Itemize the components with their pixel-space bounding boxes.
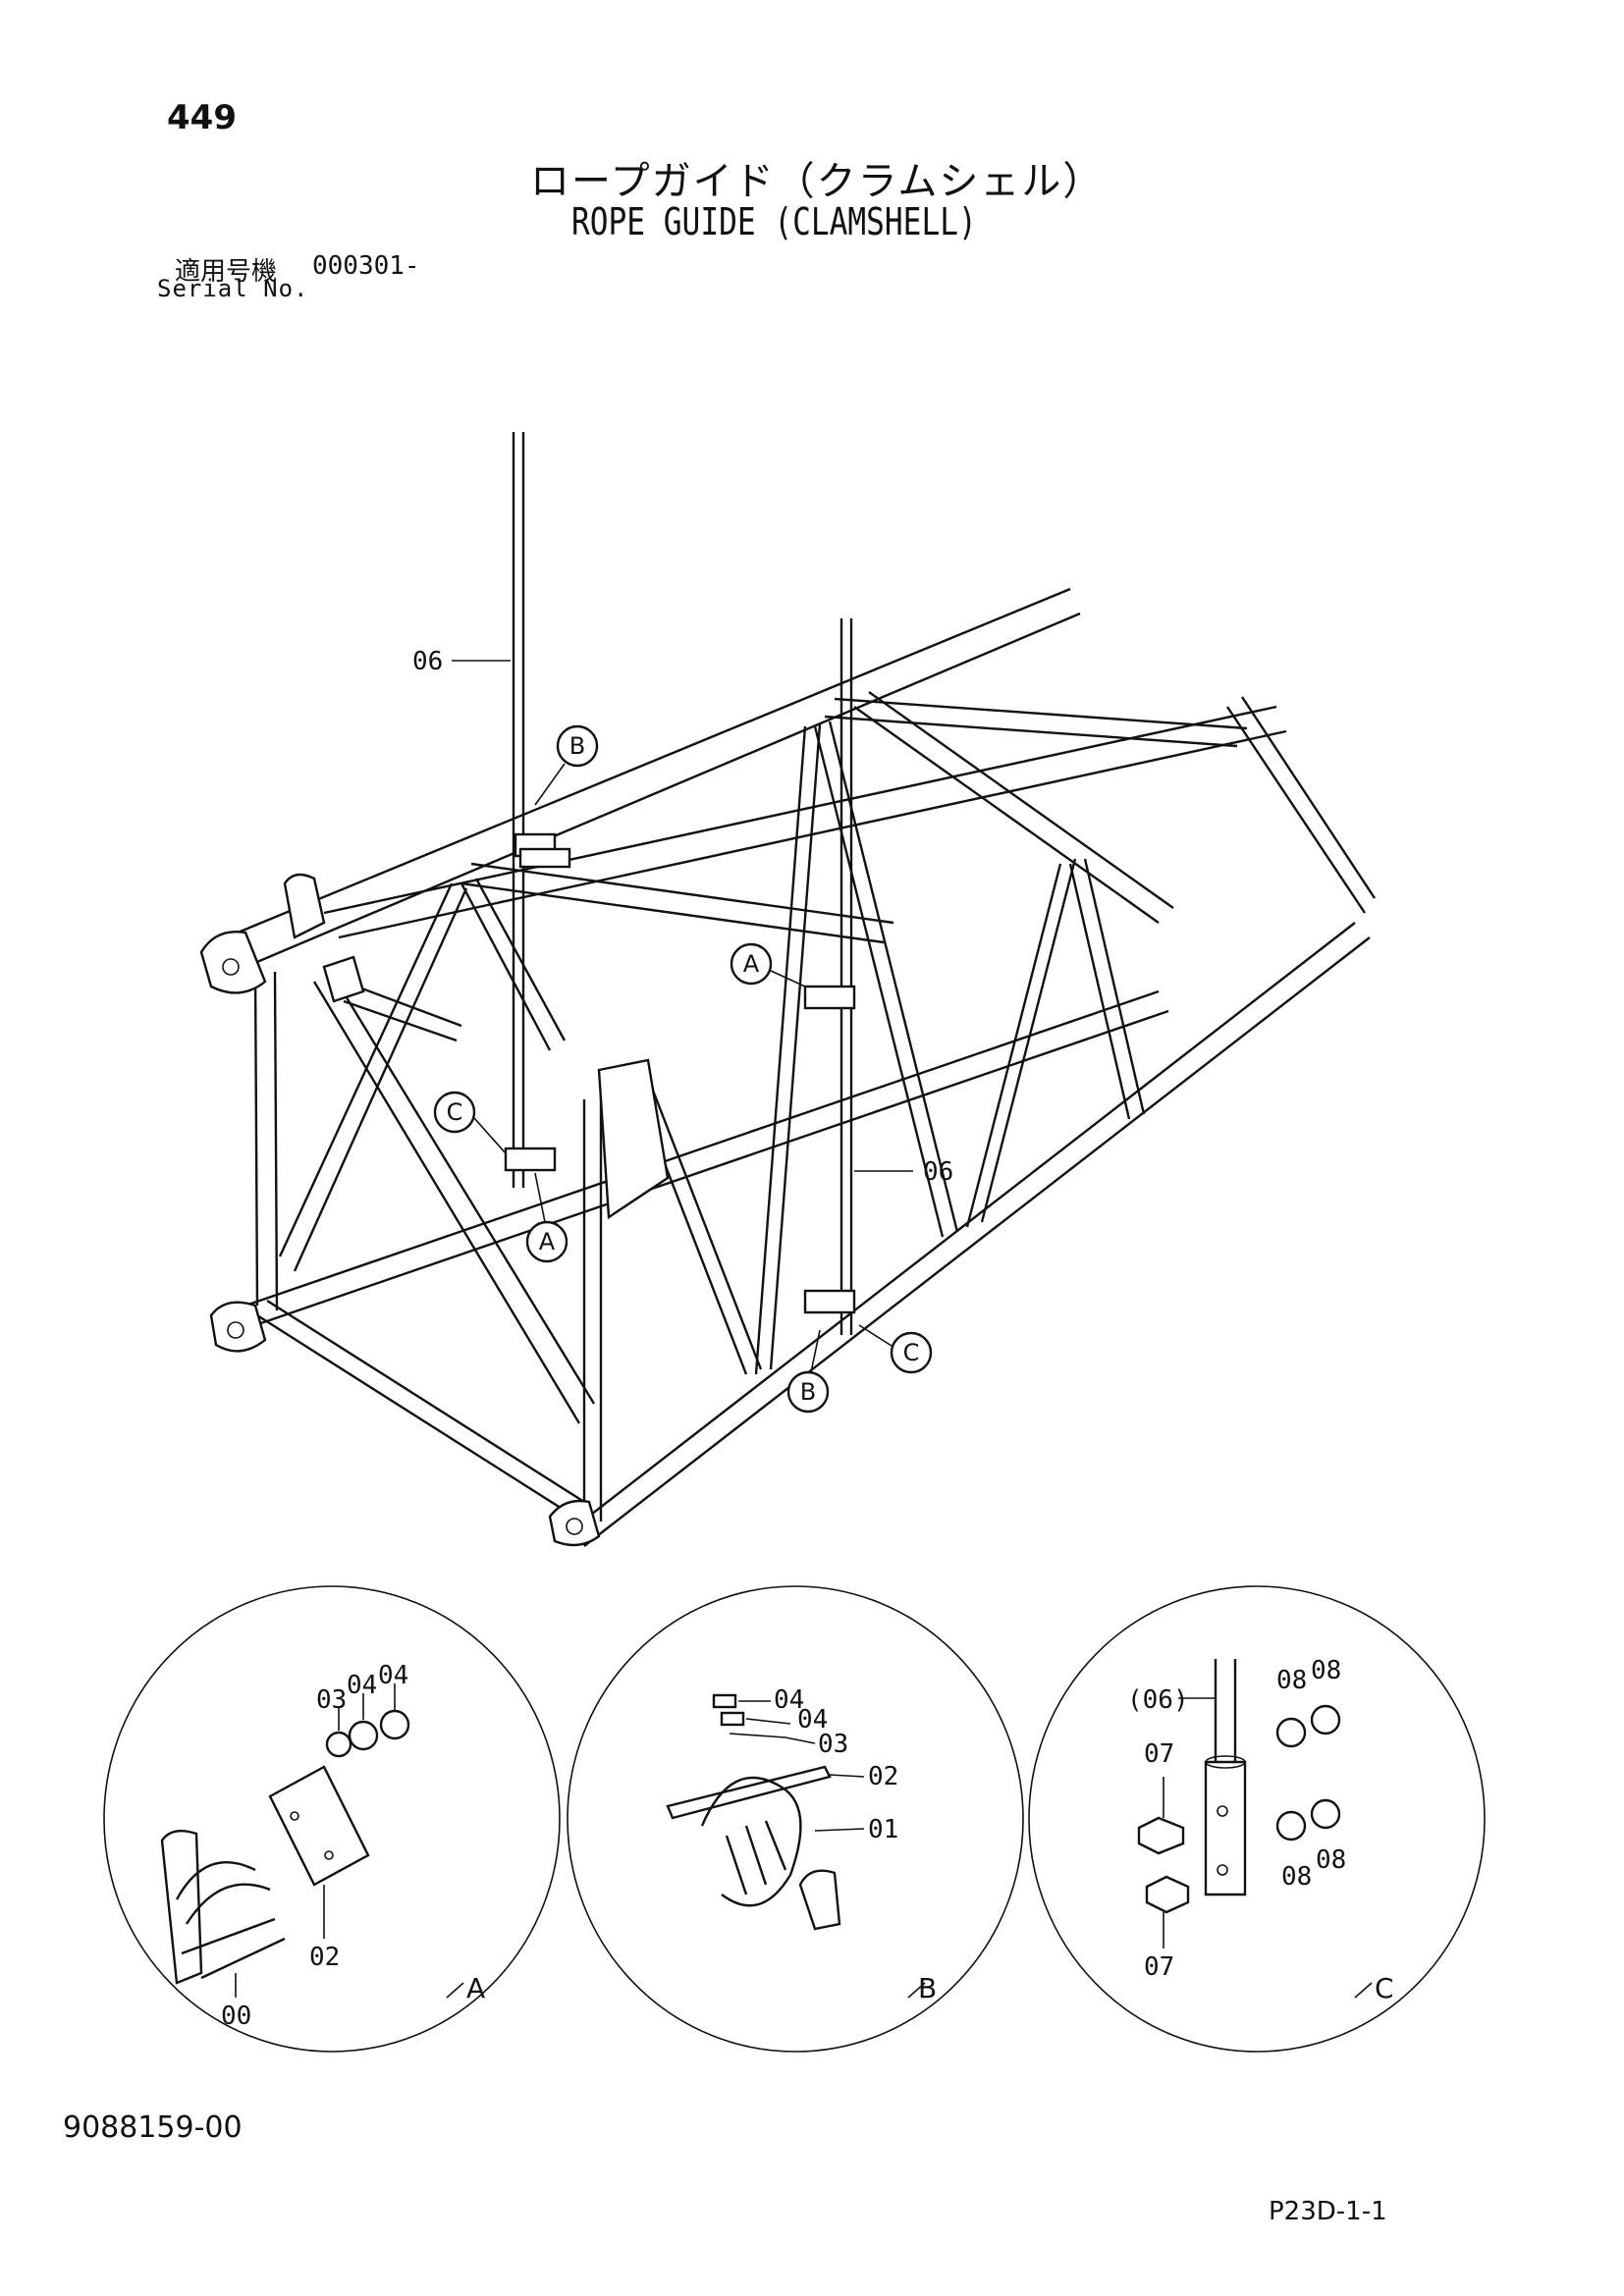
title-japanese: ロープガイド（クラムシェル）	[530, 159, 1105, 204]
detail-view-a: 03 04 04 02 00 A	[103, 1585, 561, 2053]
detail-b-part-label: 04	[774, 1685, 804, 1715]
detail-b-part-label: 03	[818, 1730, 848, 1759]
detail-c-part-label: 08	[1281, 1862, 1312, 1892]
callout-label: B	[569, 732, 585, 760]
main-callouts: B A C A C B	[433, 724, 933, 1414]
callout-label: B	[800, 1378, 816, 1406]
detail-c-part-label: 07	[1144, 1952, 1174, 1982]
detail-c-part-label: 08	[1316, 1845, 1346, 1875]
detail-b-part-label: 04	[797, 1705, 828, 1735]
detail-c-part-label: 07	[1144, 1739, 1174, 1769]
detail-a-view-letter: A	[466, 1972, 485, 2004]
detail-b-part-label: 01	[868, 1815, 898, 1844]
detail-view-c: (06) 08 08 07 08 08 07 C	[1028, 1585, 1486, 2053]
callout-circle	[433, 1091, 476, 1134]
main-part-label: 06	[412, 647, 443, 676]
boom-lattice-drawing	[199, 432, 1377, 1547]
detail-a-part-label: 03	[316, 1685, 347, 1715]
document-number: 9088159-00	[63, 2110, 243, 2145]
page-number: 449	[167, 98, 237, 137]
callout-circle	[556, 724, 599, 768]
main-part-labels: 06 06	[412, 647, 953, 1187]
callout-circle	[786, 1370, 830, 1414]
serial-label-english: Serial No.	[157, 275, 309, 302]
detail-a-part-label: 04	[378, 1661, 408, 1690]
title-english: ROPE GUIDE (CLAMSHELL)	[571, 200, 977, 243]
callout-circle	[890, 1331, 933, 1374]
main-part-label: 06	[923, 1157, 953, 1187]
detail-a-part-label: 02	[309, 1943, 340, 1972]
callout-label: A	[743, 950, 760, 978]
callout-label: C	[903, 1339, 920, 1366]
detail-b-view-letter: B	[918, 1972, 937, 2004]
detail-c-part-label: 08	[1276, 1666, 1307, 1695]
detail-c-part-label: 08	[1311, 1656, 1341, 1685]
detail-a-part-label: 04	[347, 1671, 377, 1700]
page-code: P23D-1-1	[1269, 2197, 1387, 2226]
callout-circle	[730, 942, 773, 986]
callout-label: A	[539, 1228, 556, 1255]
detail-a-part-label: 00	[221, 2002, 251, 2031]
callout-label: C	[447, 1098, 463, 1126]
serial-value: 000301-	[312, 251, 420, 281]
detail-view-b: 04 04 03 02 01 B	[567, 1585, 1024, 2053]
serial-label-japanese: 適用号機	[175, 257, 278, 287]
detail-c-part-label: (06)	[1127, 1685, 1189, 1715]
detail-b-part-label: 02	[868, 1762, 898, 1791]
callout-circle	[525, 1220, 568, 1263]
detail-c-view-letter: C	[1375, 1972, 1394, 2004]
